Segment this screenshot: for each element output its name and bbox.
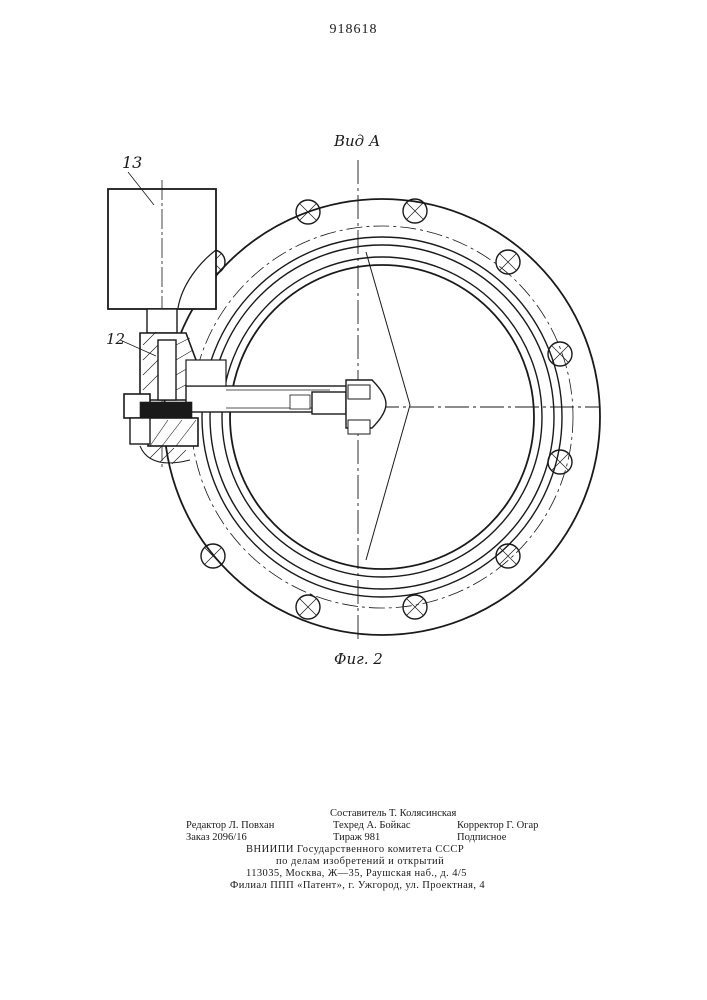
editor-line: Редактор Л. Повхан: [186, 820, 274, 831]
techred-line: Техред А. Бойкас: [333, 820, 411, 831]
org-line-2: по делам изобретений и открытий: [276, 856, 444, 867]
branch-line: Филиал ППП «Патент», г. Ужгород, ул. Про…: [230, 880, 485, 891]
corrector-line: Корректор Г. Огар: [457, 820, 538, 831]
org-line-1: ВНИИПИ Государственного комитета СССР: [246, 844, 464, 855]
subscription-line: Подписное: [457, 832, 506, 843]
compiler-line: Составитель Т. Колясинская: [330, 808, 456, 819]
address-line: 113035, Москва, Ж—35, Раушская наб., д. …: [246, 868, 467, 879]
order-line: Заказ 2096/16: [186, 832, 247, 843]
circulation-line: Тираж 981: [333, 832, 380, 843]
